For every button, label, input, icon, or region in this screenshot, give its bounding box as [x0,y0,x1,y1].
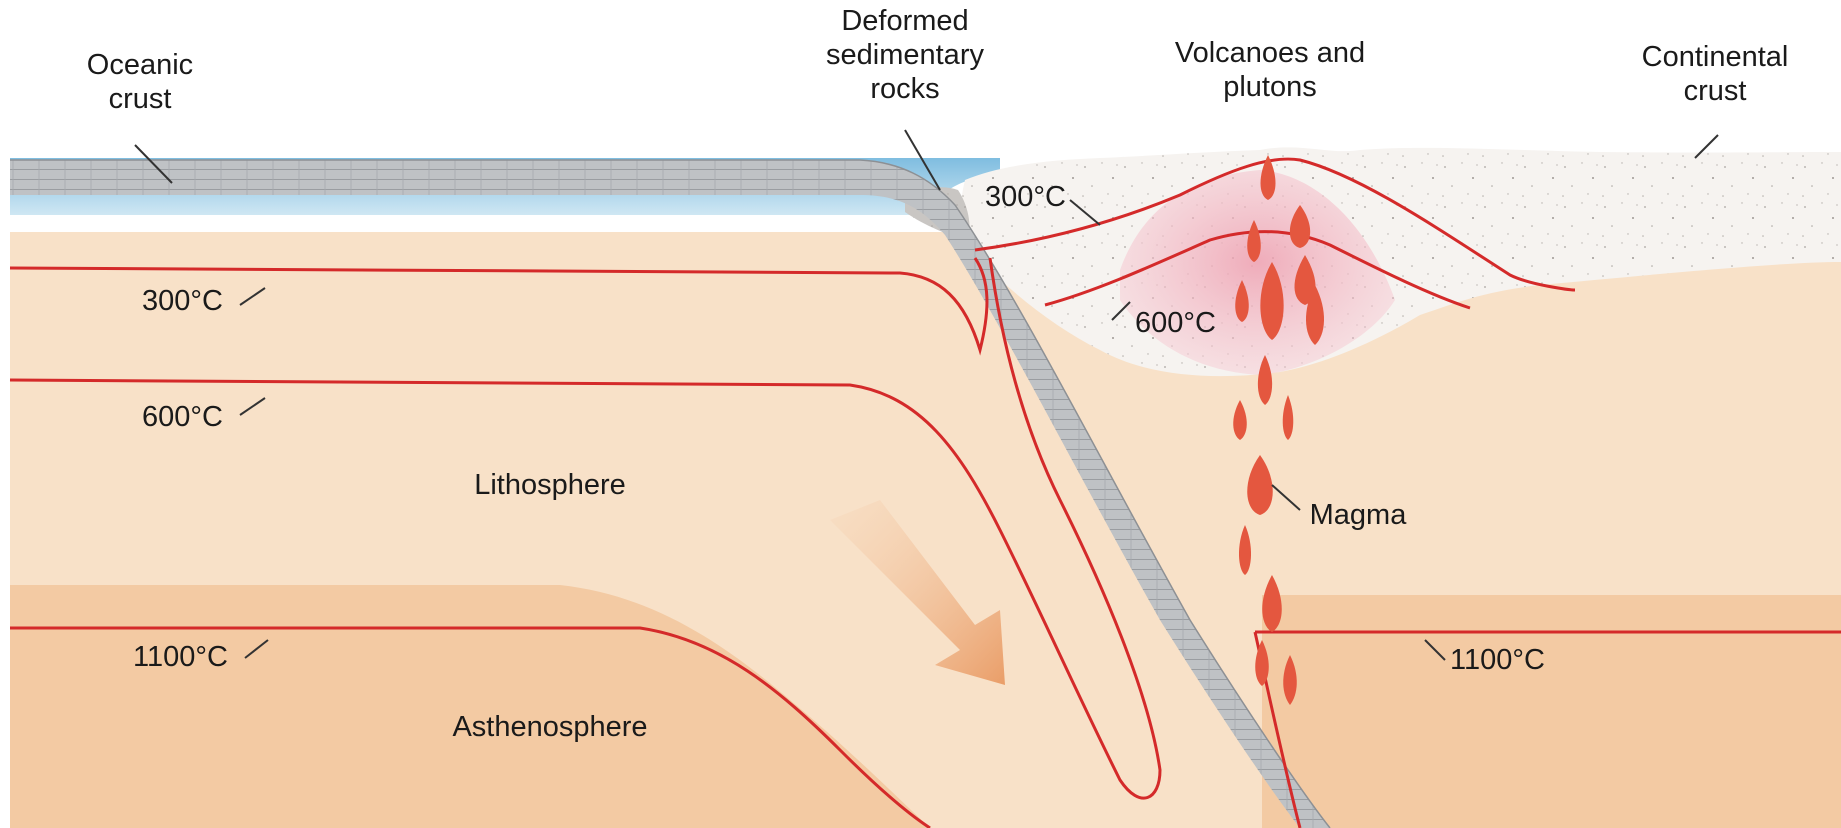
label-continental-crust: Continental crust [1605,40,1825,108]
isotherm-label-300-oceanic: 300°C [142,284,223,318]
label-line: crust [1605,74,1825,108]
label-line: sedimentary [790,38,1020,72]
label-deformed-sedimentary-rocks: Deformed sedimentary rocks [790,4,1020,106]
isotherm-label-1100-oceanic: 1100°C [133,640,228,674]
label-oceanic-crust: Oceanic crust [40,48,240,116]
label-volcanoes-and-plutons: Volcanoes and plutons [1140,36,1400,104]
isotherm-label-300-continental: 300°C [985,180,1066,214]
isotherm-label-600-oceanic: 600°C [142,400,223,434]
label-line: rocks [790,72,1020,106]
asthenosphere-region-continental [1262,595,1841,828]
isotherm-label-1100-continental: 1100°C [1450,643,1545,677]
label-asthenosphere: Asthenosphere [420,710,680,744]
label-line: Continental [1605,40,1825,74]
isotherm-label-600-continental: 600°C [1135,306,1216,340]
label-lithosphere: Lithosphere [430,468,670,502]
label-line: crust [40,82,240,116]
label-line: Deformed [790,4,1020,38]
label-line: Volcanoes and [1140,36,1400,70]
label-line: Oceanic [40,48,240,82]
label-line: plutons [1140,70,1400,104]
label-magma: Magma [1298,498,1418,532]
